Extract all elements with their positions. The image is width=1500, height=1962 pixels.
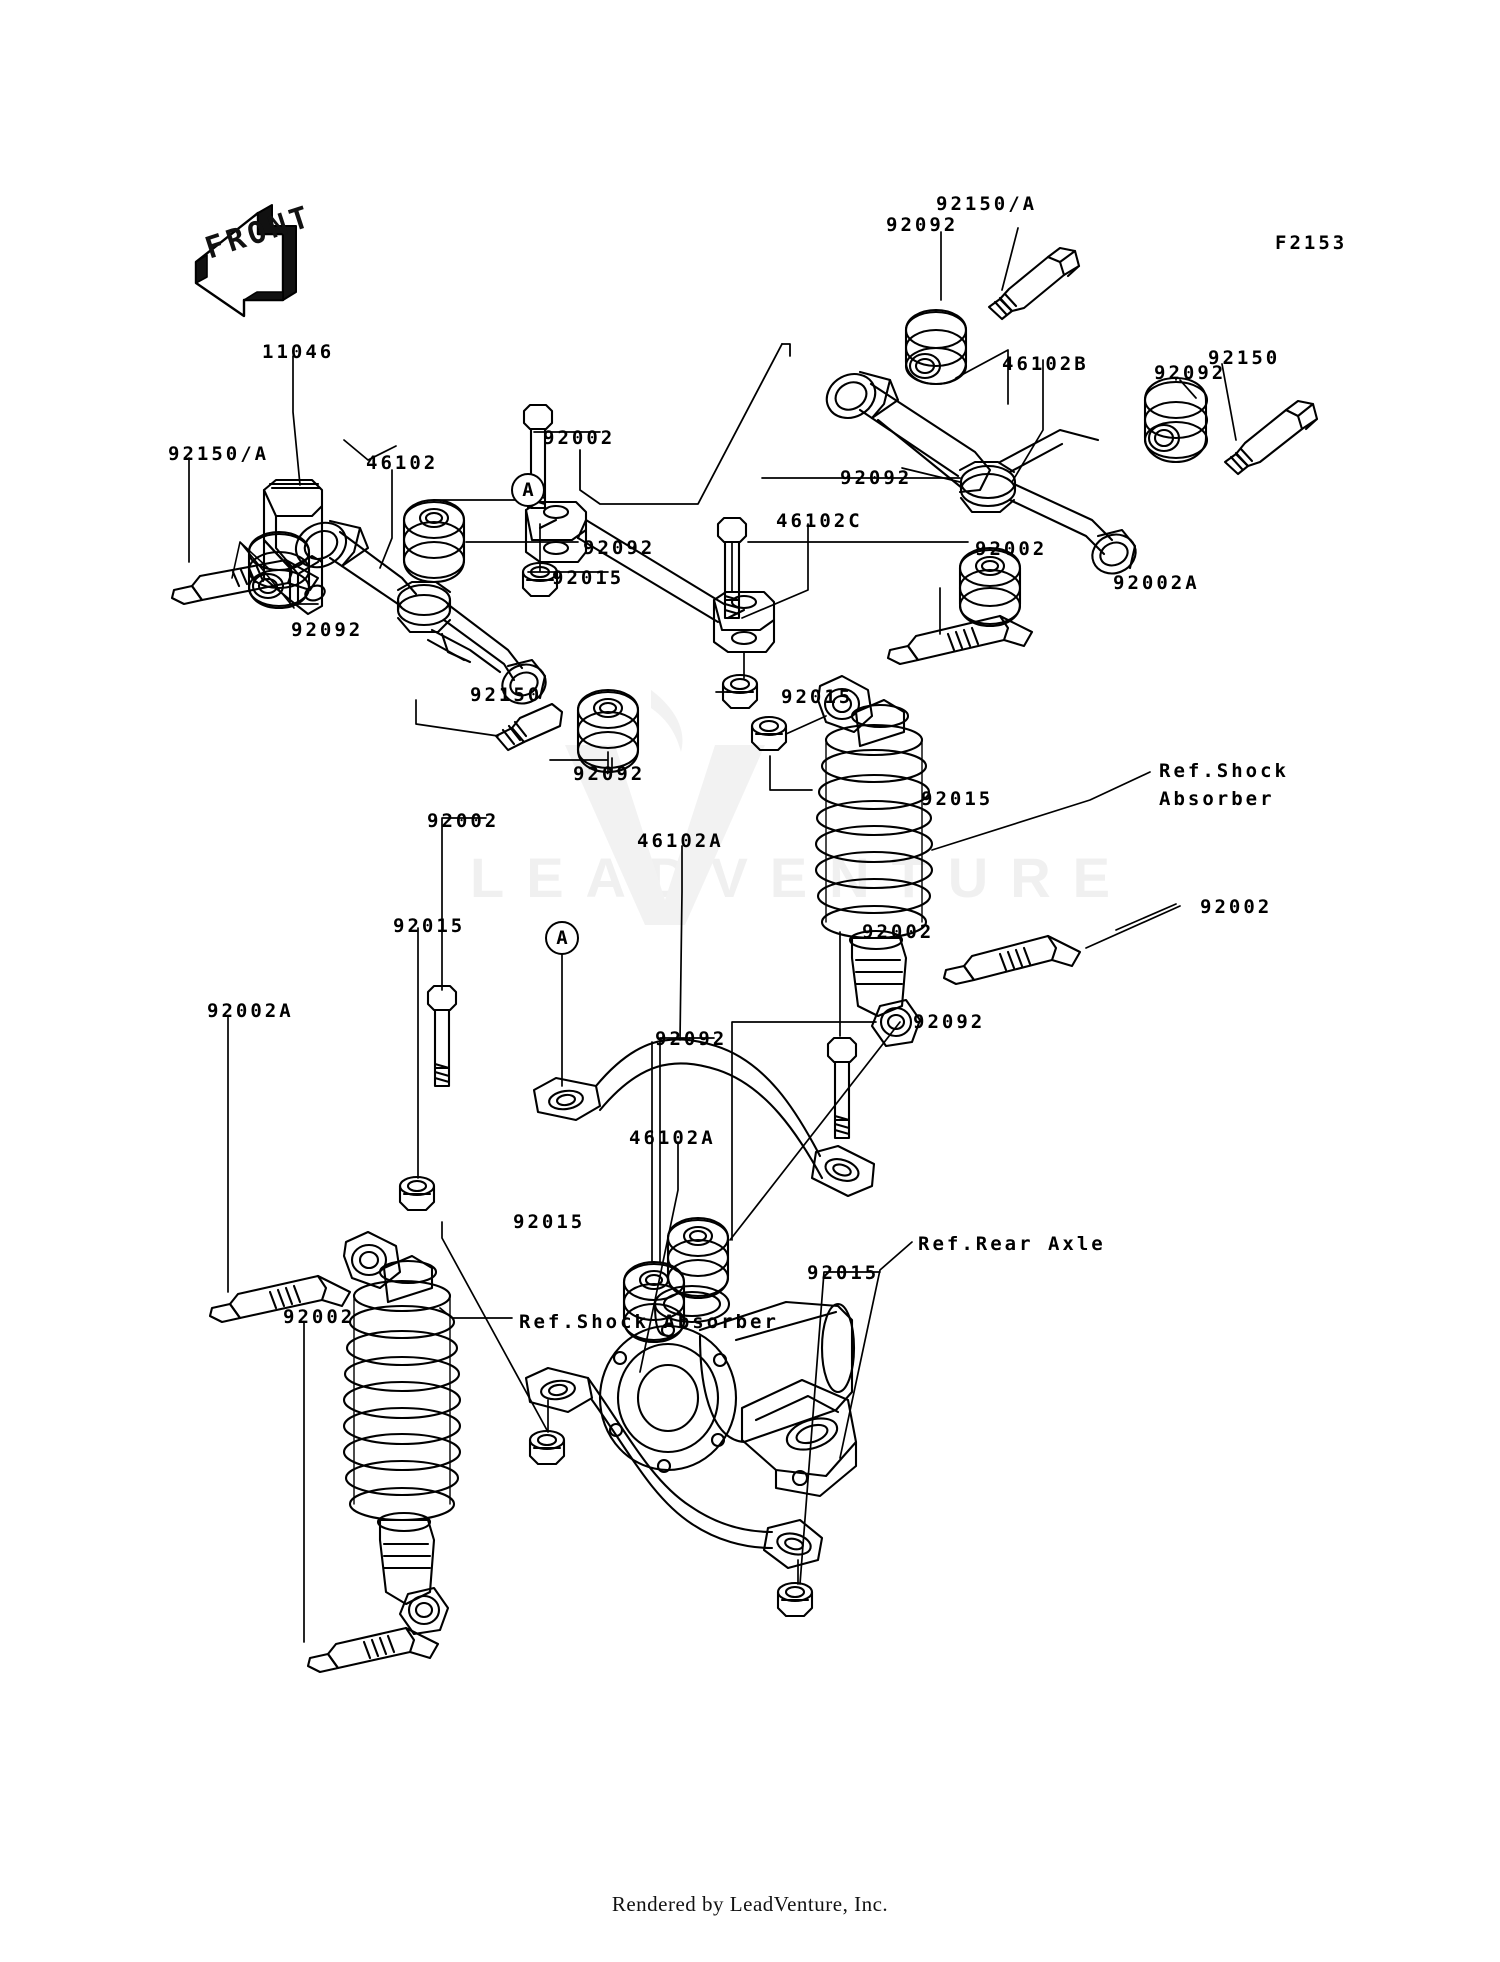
front-arrow-marker	[194, 204, 297, 318]
callout-92150A-left: 92150/A	[168, 443, 270, 465]
callout-92015-center: 92015	[552, 567, 625, 589]
callout-92092-midleft: 92092	[573, 763, 646, 785]
callout-92150A-top: 92150/A	[936, 193, 1038, 215]
callout-92002-link: 92002	[975, 538, 1048, 560]
bushing-92092-marker-a	[402, 498, 466, 584]
bushing-92092-under-b-arm	[958, 546, 1022, 628]
bolt-92002A-left	[208, 1274, 352, 1324]
callout-92002A-left: 92002A	[207, 1000, 294, 1022]
nut-92015-shock-left	[398, 1175, 436, 1212]
marker-a-upper: A	[511, 473, 545, 507]
ref-line-1: Ref.Shock	[1159, 760, 1289, 782]
bushing-92092-right	[1143, 376, 1209, 464]
callout-92150-midleft: 92150	[470, 684, 543, 706]
callout-46102C: 46102C	[776, 510, 863, 532]
callout-92092-under-arm: 92092	[840, 467, 913, 489]
bolt-92002-bottom-left	[306, 1626, 440, 1674]
nut-92015-shock-right	[750, 715, 788, 752]
rear-axle-housing	[598, 1284, 858, 1498]
bolt-92002-link-right	[716, 516, 748, 620]
callout-11046: 11046	[262, 341, 335, 363]
callout-92002-bottom-left: 92002	[283, 1306, 356, 1328]
lower-rod-46102a-lower	[524, 1366, 824, 1570]
marker-a-lower: A	[545, 921, 579, 955]
callout-46102B: 46102B	[1002, 353, 1089, 375]
callout-92002-rodleft: 92002	[427, 810, 500, 832]
bushing-92092-mid-left	[576, 688, 640, 774]
nut-92015-rod-left	[528, 1429, 566, 1466]
callout-92015-rodleft: 92015	[393, 915, 466, 937]
bolt-92150-mid-left	[494, 702, 564, 752]
callout-92002-rodright: 92002	[862, 921, 935, 943]
lower-a-arm-46102	[294, 519, 547, 705]
callout-92015-link: 92015	[781, 686, 854, 708]
callout-92002-center: 92002	[543, 427, 616, 449]
callout-92015-rodleft-lower: 92015	[513, 1211, 586, 1233]
callout-92002A-right: 92002A	[1113, 572, 1200, 594]
callout-92015-rodright-lower: 92015	[807, 1262, 880, 1284]
footer-credit: Rendered by LeadVenture, Inc.	[611, 1892, 889, 1916]
bolt-92150A-top	[987, 246, 1081, 321]
bolt-92002-rod-left	[426, 984, 458, 1088]
lower-rod-46102a-upper	[532, 1038, 876, 1198]
bushing-92092-top	[904, 308, 968, 386]
ref-shock-absorber-left: Ref.Shock Absorber	[519, 1311, 779, 1333]
callout-92150-right: 92150	[1208, 347, 1281, 369]
callout-92092-center: 92092	[583, 537, 656, 559]
bolt-92002A-right	[886, 614, 1034, 666]
bolt-92150-right	[1223, 399, 1319, 476]
callout-92092-left: 92092	[291, 619, 364, 641]
callout-46102: 46102	[366, 452, 439, 474]
callout-92092-top: 92092	[886, 214, 959, 236]
nut-92015-rod-right	[776, 1581, 814, 1618]
callout-figure-code: F2153	[1275, 232, 1348, 254]
callout-46102A-upper: 46102A	[637, 830, 724, 852]
ref-line-2: Absorber	[1159, 788, 1275, 810]
upper-a-arm-46102b	[825, 370, 1137, 575]
ref-rear-axle: Ref.Rear Axle	[918, 1233, 1106, 1255]
shock-absorber-right	[814, 674, 934, 1048]
shock-absorber-left	[342, 1230, 462, 1636]
callout-92015-shock-right: 92015	[921, 788, 994, 810]
callout-92002-right-lower: 92002	[1200, 896, 1273, 918]
bolt-92002-right-lower	[942, 934, 1082, 986]
bolt-92002-rod-right	[826, 1036, 858, 1140]
callout-92092-axle-right: 92092	[913, 1011, 986, 1033]
callout-92092-right: 92092	[1154, 362, 1227, 384]
callout-46102A-lower: 46102A	[629, 1127, 716, 1149]
callout-92092-axle-left: 92092	[655, 1028, 728, 1050]
